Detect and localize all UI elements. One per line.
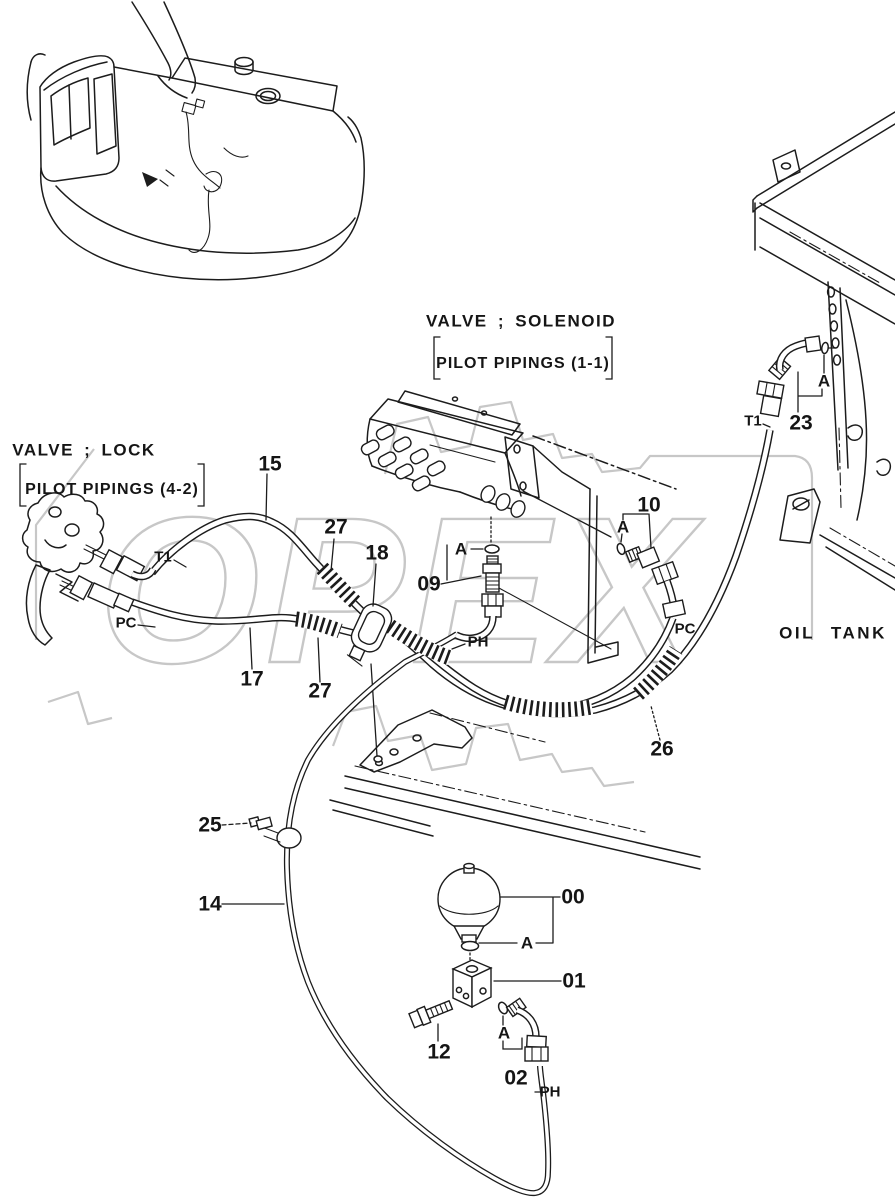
callout-14: 14	[198, 892, 222, 916]
callout-10: 10	[637, 493, 661, 517]
detail-ref-a-23: A	[817, 371, 831, 391]
callout-23: 23	[789, 411, 813, 435]
lock-valve-body	[21, 492, 109, 646]
hose-clamp-18	[346, 603, 393, 667]
deck-rails	[329, 709, 701, 870]
port-pc-left: PC	[115, 614, 137, 632]
detail-ref-a-10: A	[616, 517, 630, 537]
callout-17: 17	[240, 667, 264, 691]
corrugated-sleeves	[294, 562, 683, 718]
callout-12: 12	[427, 1040, 451, 1064]
port-t1-left: T1	[154, 548, 172, 566]
solenoid-valve-subtitle: PILOT PIPINGS (1-1)	[436, 355, 610, 372]
fitting-10-assembly	[616, 542, 687, 619]
detail-ref-a-09: A	[454, 539, 468, 559]
detail-ref-a-00: A	[520, 933, 534, 953]
callout-00: 00	[561, 885, 585, 909]
oil-tank-label: OIL TANK	[779, 623, 887, 643]
watermark-text: OPEX	[98, 475, 705, 707]
excavator-inset	[26, 1, 365, 281]
callout-27-lower: 27	[308, 679, 332, 703]
pc-left-fitting	[69, 574, 135, 613]
solenoid-coils	[360, 424, 446, 492]
elbow-02-assembly	[497, 997, 549, 1062]
callout-leaders	[137, 354, 825, 1093]
port-ph-center: PH	[467, 633, 489, 651]
location-arrow-icon	[142, 172, 158, 187]
solenoid-valve-assembly	[360, 390, 677, 664]
lock-valve-subtitle: PILOT PIPINGS (4-2)	[25, 481, 199, 498]
port-t1-right: T1	[744, 412, 762, 430]
structural-leaders	[370, 490, 612, 763]
callout-18: 18	[365, 541, 389, 565]
oil-tank-structure	[752, 111, 895, 591]
lock-valve-title: VALVE ; LOCK	[12, 440, 156, 460]
solenoid-valve-title: VALVE ; SOLENOID	[425, 311, 617, 331]
callout-02: 02	[504, 1066, 528, 1090]
callout-15: 15	[258, 452, 282, 476]
fitting-09-assembly	[454, 544, 504, 643]
callout-26: 26	[650, 737, 674, 761]
hose-14-ph	[287, 634, 548, 1193]
callout-25: 25	[198, 813, 222, 837]
t1-left-fitting	[99, 548, 157, 582]
block-01	[451, 959, 493, 1009]
fitting-23-assembly	[756, 335, 836, 418]
port-pc-right: PC	[674, 620, 696, 638]
callout-09: 09	[417, 572, 441, 596]
inset-piping-detail	[159, 98, 249, 253]
port-ph-bottom: PH	[539, 1083, 561, 1101]
callout-01: 01	[562, 969, 586, 993]
subtitle-brackets	[19, 336, 613, 507]
bolt-12	[408, 999, 454, 1029]
accumulator-assembly	[437, 862, 501, 965]
hose-clip-25	[248, 815, 302, 849]
detail-ref-a-02: A	[497, 1023, 511, 1043]
callout-27-upper: 27	[324, 515, 348, 539]
